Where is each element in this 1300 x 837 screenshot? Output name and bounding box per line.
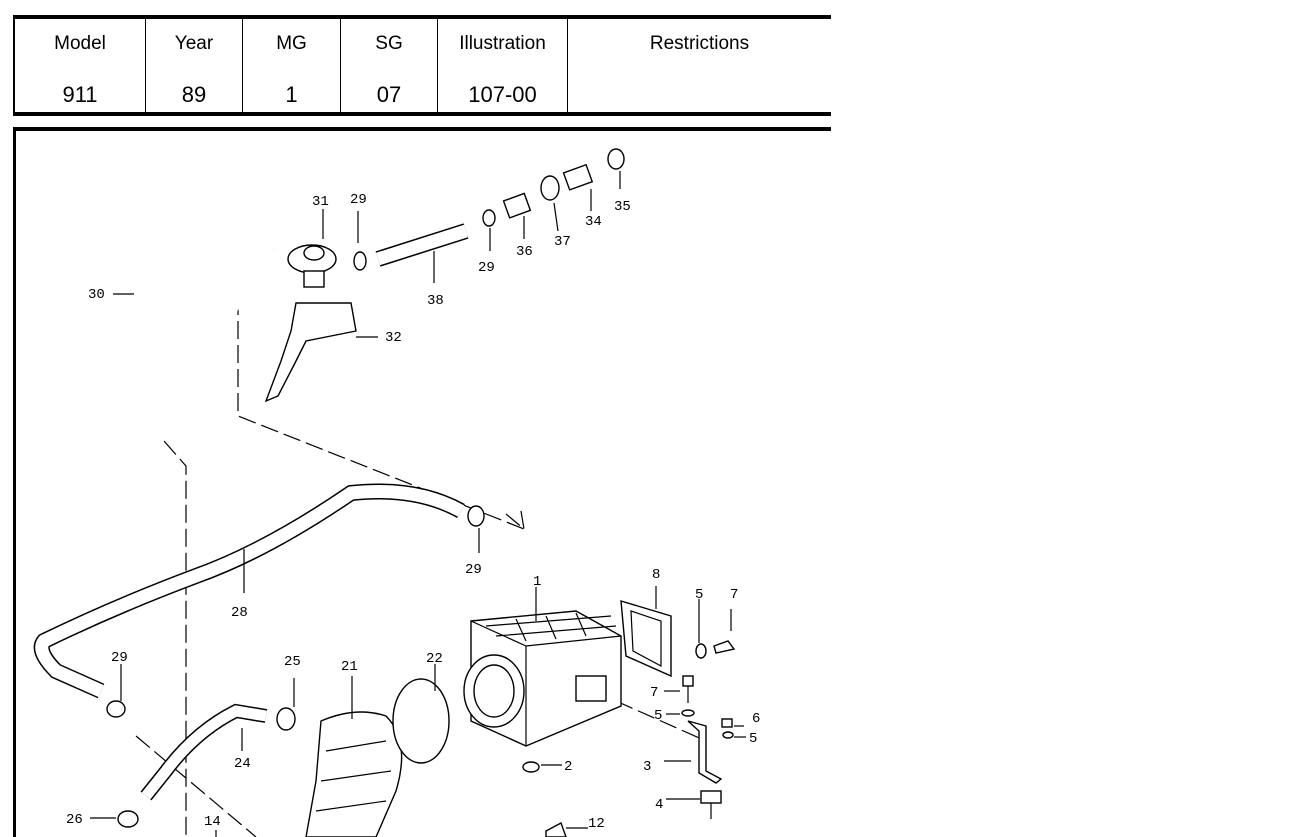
callout-29c: 29 bbox=[465, 562, 482, 578]
airflow-meter-part-1 bbox=[463, 610, 622, 747]
clamp-part-29-lower bbox=[106, 700, 126, 718]
clamp-part-29-middle bbox=[467, 505, 485, 527]
intake-boot-part-21 bbox=[305, 711, 403, 837]
callout-5b: 5 bbox=[654, 708, 662, 724]
parts-diagram-svg: 31 29 30 32 38 29 36 37 34 35 29 28 1 8 … bbox=[33, 148, 760, 837]
callout-36: 36 bbox=[516, 244, 533, 260]
callout-31: 31 bbox=[312, 194, 329, 210]
sg-label: SG bbox=[375, 33, 403, 54]
model-label: Model bbox=[54, 33, 106, 54]
callout-3: 3 bbox=[643, 759, 651, 775]
callout-7b: 7 bbox=[650, 685, 658, 701]
callout-21: 21 bbox=[341, 659, 358, 675]
callout-37: 37 bbox=[554, 234, 571, 250]
hose-part-28 bbox=[33, 483, 465, 699]
header-cell-model: Model 911 bbox=[15, 19, 146, 112]
sg-value: 07 bbox=[376, 82, 402, 107]
clamp-part-22 bbox=[392, 678, 450, 764]
callout-2: 2 bbox=[564, 759, 572, 775]
mg-value: 1 bbox=[285, 82, 298, 107]
gasket-part-8 bbox=[620, 600, 672, 678]
hose-part-30 bbox=[120, 227, 276, 445]
plug-part-2 bbox=[522, 761, 540, 773]
bracket-part-32 bbox=[264, 302, 357, 403]
header-cell-mg: MG 1 bbox=[243, 19, 341, 112]
callout-leader-lines bbox=[90, 171, 746, 837]
fittings-group-36-37-34-35 bbox=[482, 148, 625, 227]
callout-32: 32 bbox=[385, 330, 402, 346]
callout-12: 12 bbox=[588, 816, 605, 832]
part-12 bbox=[545, 822, 567, 837]
model-value: 911 bbox=[62, 82, 98, 107]
header-cell-illustration: Illustration 107-00 bbox=[438, 19, 568, 112]
callout-4: 4 bbox=[655, 797, 663, 813]
hose-part-24 bbox=[140, 703, 268, 801]
callout-38: 38 bbox=[427, 293, 444, 309]
year-value: 89 bbox=[181, 82, 207, 107]
callout-labels: 31 29 30 32 38 29 36 37 34 35 29 28 1 8 … bbox=[66, 192, 760, 832]
hose-part-38 bbox=[375, 223, 469, 267]
clamp-part-29-top bbox=[353, 251, 367, 271]
callout-6: 6 bbox=[752, 711, 760, 727]
mg-label: MG bbox=[276, 33, 307, 54]
mount-part-4 bbox=[700, 790, 722, 819]
callout-29a: 29 bbox=[350, 192, 367, 208]
header-cell-year: Year 89 bbox=[146, 19, 243, 112]
clamp-part-25 bbox=[276, 707, 296, 731]
header-cell-restrictions: Restrictions bbox=[568, 19, 831, 112]
callout-29d: 29 bbox=[111, 650, 128, 666]
callout-22: 22 bbox=[426, 651, 443, 667]
year-label: Year bbox=[174, 33, 214, 54]
callout-28: 28 bbox=[231, 605, 248, 621]
header-cell-sg: SG 07 bbox=[341, 19, 438, 112]
callout-30: 30 bbox=[88, 287, 105, 303]
callout-34: 34 bbox=[585, 214, 602, 230]
illustration-value: 107-00 bbox=[468, 82, 537, 107]
bolt-washer-middle bbox=[681, 675, 695, 717]
bracket-part-3 bbox=[687, 720, 723, 784]
illustration-label: Illustration bbox=[459, 33, 546, 54]
callout-24: 24 bbox=[234, 756, 251, 772]
nut-washer-right bbox=[721, 718, 734, 739]
restrictions-label: Restrictions bbox=[649, 33, 750, 54]
callout-29b: 29 bbox=[478, 260, 495, 276]
callout-26: 26 bbox=[66, 812, 83, 828]
callout-7a: 7 bbox=[730, 587, 738, 603]
valve-part-31 bbox=[287, 244, 337, 288]
callout-35: 35 bbox=[614, 199, 631, 215]
callout-5a: 5 bbox=[695, 587, 703, 603]
callout-14: 14 bbox=[204, 814, 221, 830]
callout-25: 25 bbox=[284, 654, 301, 670]
clamp-part-26 bbox=[117, 810, 139, 828]
washer-bolt-right-top bbox=[695, 640, 736, 659]
callout-1: 1 bbox=[533, 574, 541, 590]
callout-5c: 5 bbox=[749, 731, 757, 747]
callout-8: 8 bbox=[652, 567, 660, 583]
exploded-parts-diagram: 31 29 30 32 38 29 36 37 34 35 29 28 1 8 … bbox=[13, 127, 831, 837]
parts-header-table: Model 911 Year 89 MG 1 SG 07 Illustratio… bbox=[13, 15, 831, 116]
